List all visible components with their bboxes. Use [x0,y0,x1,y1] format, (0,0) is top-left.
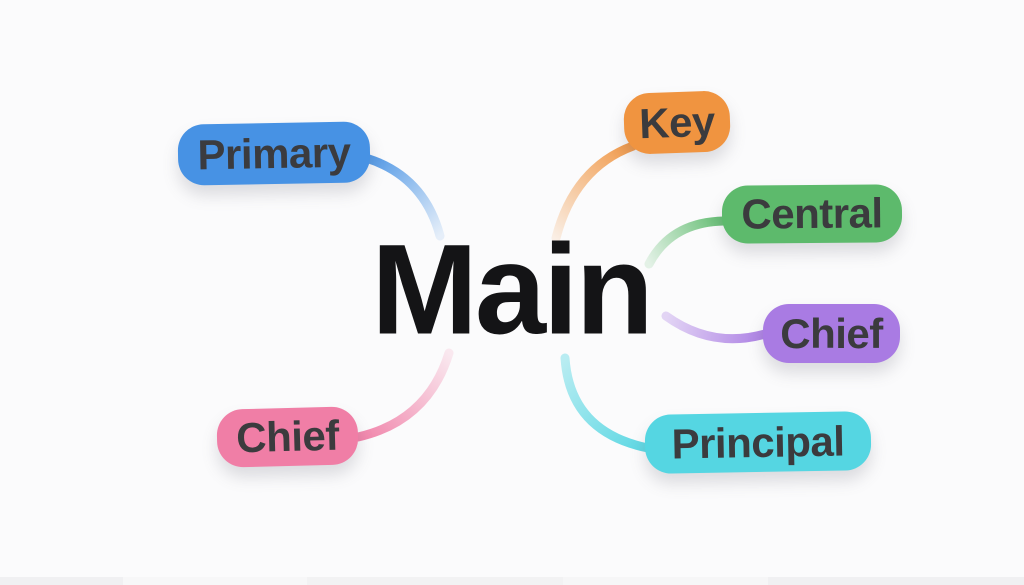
node-key-label: Key [638,97,716,147]
node-principal-label: Principal [671,416,845,468]
node-principal[interactable]: Principal [644,411,872,474]
node-chief-left-label: Chief [235,411,340,462]
bottom-edge-artifact [0,577,1024,585]
edge-central-connector [644,216,729,269]
edge-chief-right-connector [661,311,770,344]
node-key[interactable]: Key [622,90,732,155]
edge-chief-left-connector [353,348,454,442]
node-primary-label: Primary [197,128,351,178]
node-central[interactable]: Central [721,184,903,244]
node-chief-left[interactable]: Chief [216,406,359,468]
node-chief-right-label: Chief [780,309,883,357]
root-node-main[interactable]: Main [371,218,654,362]
node-chief-right[interactable]: Chief [763,304,900,363]
node-central-label: Central [741,189,883,238]
edge-principal-connector [560,353,653,453]
node-primary[interactable]: Primary [177,121,371,186]
